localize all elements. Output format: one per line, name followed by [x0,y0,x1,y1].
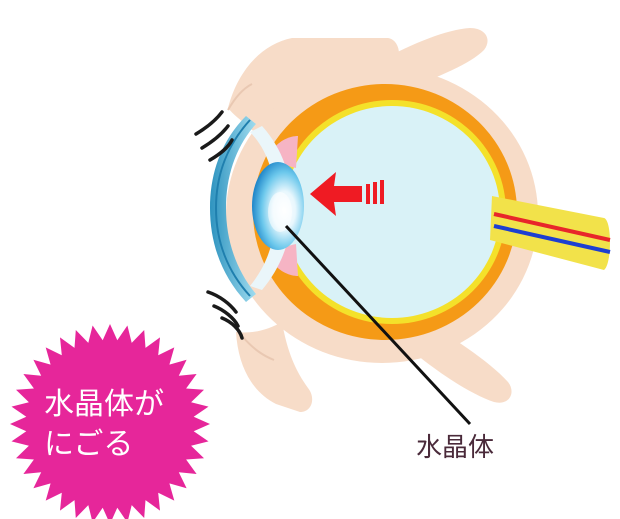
vitreous-body [284,106,500,318]
eyelash-top-icon [194,110,234,162]
badge-line1: 水晶体が [44,387,164,422]
nerve-vein [493,224,611,254]
optic-nerve [490,196,610,270]
ciliary-body-top [272,136,298,168]
lens-leader-line [284,224,472,426]
lower-eyelid-skin [236,322,313,412]
eyelash-bottom-icon [206,290,244,340]
starburst-badge [10,324,210,519]
nerve-artery [493,212,611,242]
lens-label: 水晶体 [416,433,494,463]
badge-line2: にごる [44,427,133,462]
red-arrow-icon [310,172,384,216]
cornea [210,116,256,302]
ciliary-body-bottom [272,244,298,276]
